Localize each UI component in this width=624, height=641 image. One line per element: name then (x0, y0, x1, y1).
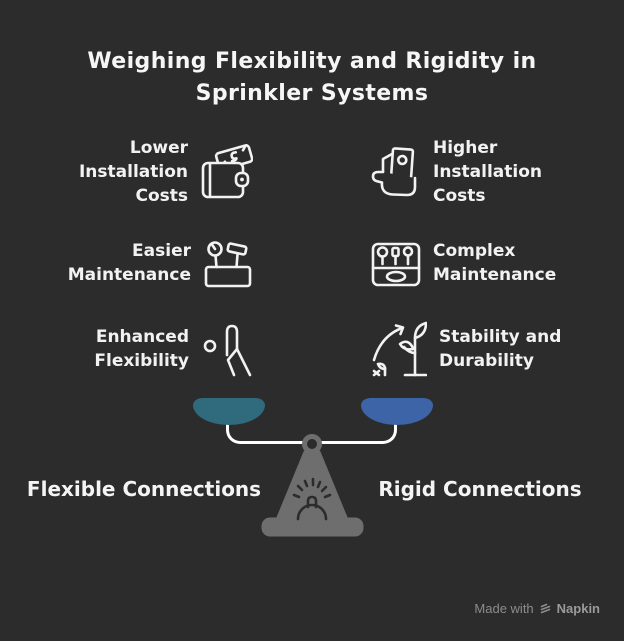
plant-growth-icon (372, 321, 427, 377)
hand-holding-money-icon (371, 147, 417, 197)
footer-credit: Made with Napkin (474, 601, 600, 616)
drawback-item-complex-maintenance-label: Complex Maintenance (433, 233, 597, 293)
napkin-logo-icon (540, 603, 550, 614)
right-pan (361, 398, 433, 425)
drawback-item-higher-installation-costs: Higher Installation Costs (371, 136, 597, 208)
benefit-item-lower-installation-costs: Lower Installation Costs (40, 136, 253, 208)
item-label: Enhanced Flexibility (94, 327, 189, 371)
toolbox-open-icon (204, 241, 252, 288)
wallet-money-icon (201, 144, 253, 199)
scale-pivot (302, 434, 322, 454)
item-label: Complex Maintenance (433, 241, 557, 285)
item-label: Stability and Durability (439, 327, 562, 371)
right-side-label: Rigid Connections (378, 477, 582, 501)
benefit-item-easier-maintenance: Easier Maintenance (40, 233, 253, 293)
brand-text: Napkin (556, 601, 600, 616)
benefit-item-enhanced-flexibility: Enhanced Flexibility (40, 318, 253, 380)
drawback-item-complex-maintenance (371, 233, 597, 293)
page-title: Weighing Flexibility and Rigidity in Spr… (87, 49, 537, 106)
item-label: Higher Installation Costs (433, 138, 543, 206)
item-label: Lower Installation Costs (78, 138, 188, 206)
made-with-text: Made with (474, 601, 534, 616)
scale-stand (261, 434, 364, 537)
left-pan (193, 398, 265, 425)
person-stretching-icon (203, 324, 252, 377)
stand-base (261, 517, 364, 537)
sprinkler-icon (292, 477, 332, 521)
left-side-label: Flexible Connections (26, 477, 262, 501)
drawback-item-stability-durability: Stability and Durability (371, 318, 597, 380)
stand-triangle (275, 450, 349, 522)
item-label: Easier Maintenance (67, 241, 191, 285)
toolbox-tools-icon (371, 242, 421, 287)
